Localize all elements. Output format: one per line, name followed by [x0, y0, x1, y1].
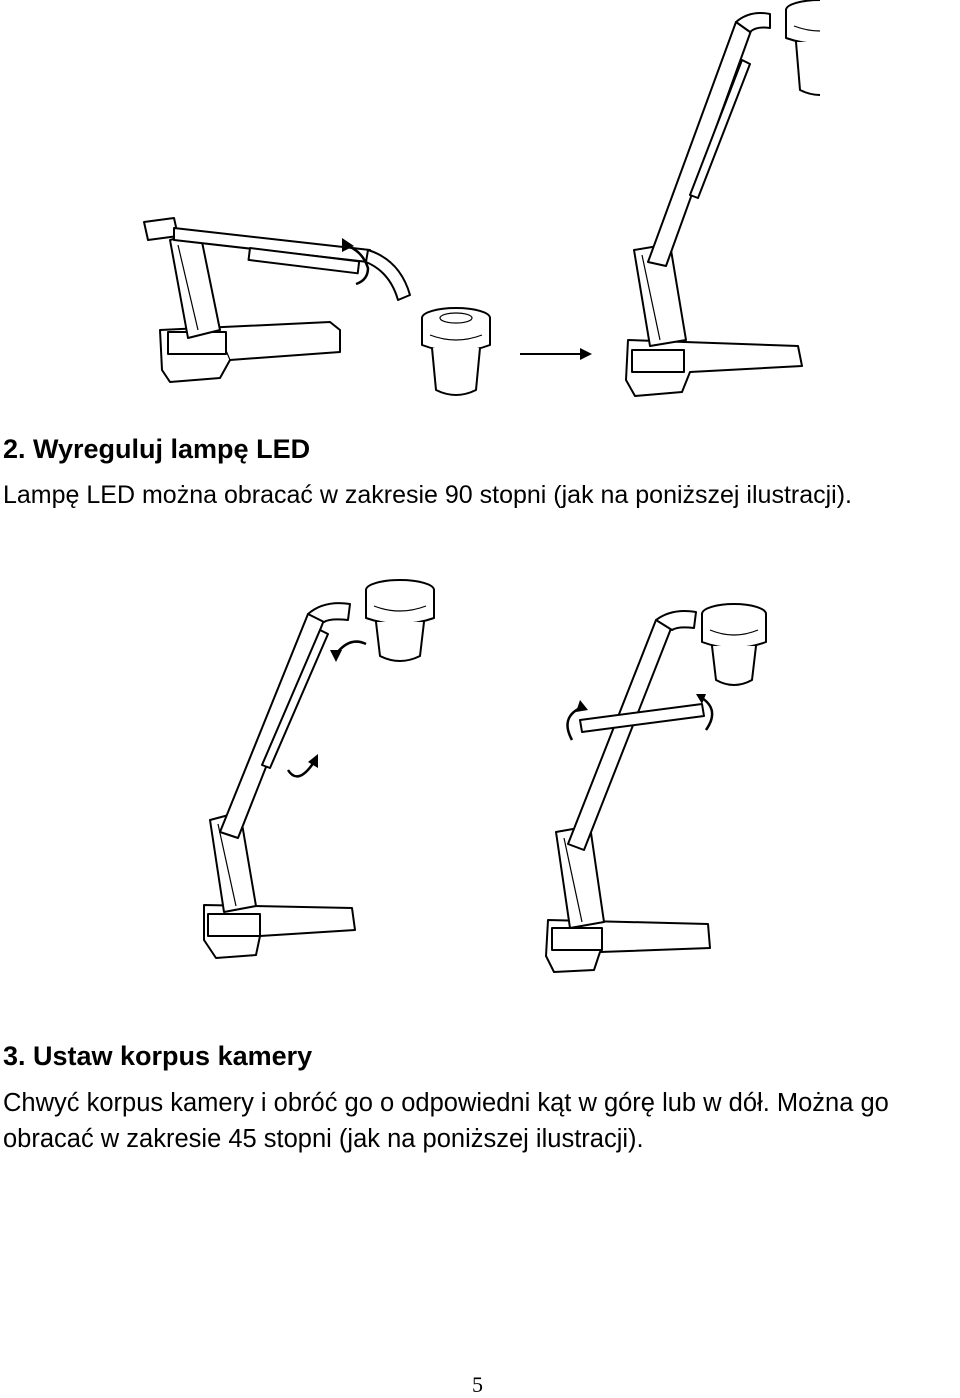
camera-left-drawing — [203, 579, 435, 959]
camera-body-rotation-illustration — [203, 579, 767, 973]
section-2-heading: 2. Wyreguluj lampę LED — [3, 434, 311, 464]
camera-raised-drawing — [625, 0, 820, 397]
transition-arrow — [520, 348, 592, 360]
camera-right-drawing — [545, 603, 767, 973]
section-3-text-line-2: obracać w zakresie 45 stopni (jak na pon… — [3, 1125, 644, 1153]
section-3-heading: 3. Ustaw korpus kamery — [3, 1041, 313, 1071]
page-number: 5 — [472, 1372, 483, 1397]
section-3-text-line-1: Chwyć korpus kamery i obróć go o odpowie… — [3, 1089, 889, 1117]
section-2-text: Lampę LED można obracać w zakresie 90 st… — [3, 481, 852, 509]
led-rotation-illustration — [143, 0, 820, 397]
camera-folded-drawing — [143, 217, 491, 396]
